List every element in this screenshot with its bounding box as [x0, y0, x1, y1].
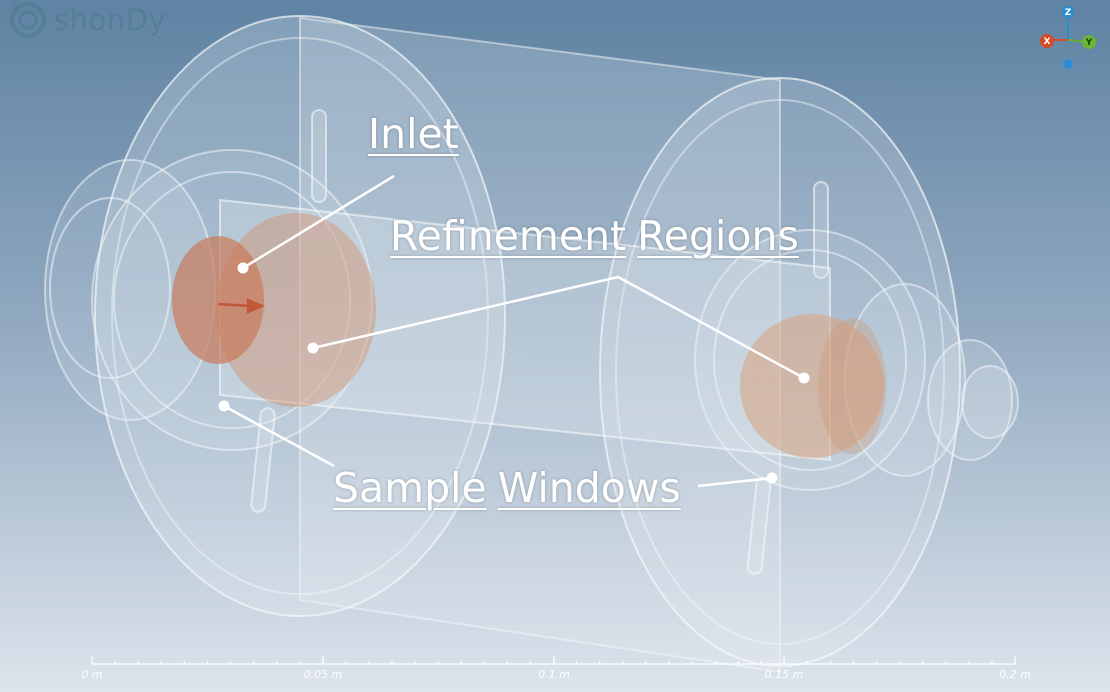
inlet-label: Inlet [368, 114, 459, 155]
triad-z-label: Z [1065, 8, 1072, 18]
sample-label-word2: Windows [497, 464, 681, 512]
inlet-arrow [217, 298, 266, 314]
z-axis-icon [1062, 6, 1074, 18]
x-axis-icon [1040, 34, 1054, 48]
scale-tick-label: 0.1 m [538, 668, 570, 681]
outlet-refinement-region [740, 314, 884, 458]
refinement-label-word1: Refinement [390, 212, 627, 260]
leader-dots [218, 262, 810, 484]
refinement-label-word2: Regions [637, 212, 799, 260]
y-axis-icon [1082, 35, 1096, 49]
view-axis-icon [1063, 59, 1073, 69]
triad-y-label: Y [1085, 38, 1093, 48]
scale-tick-label: 0.05 m [303, 668, 343, 681]
scale-tick-label: 0.15 m [764, 668, 804, 681]
app-logo: D shonDy [6, 0, 166, 40]
leader-lines [223, 174, 805, 488]
inlet-marker [237, 262, 249, 274]
sample-label-word1: Sample [333, 464, 487, 512]
orientation-triad[interactable]: Z X Y [1040, 6, 1096, 69]
scale-tick-label: 0 m [81, 668, 103, 681]
svg-text:D: D [12, 2, 20, 13]
logo-text: shonDy [54, 3, 167, 37]
inlet-label-text: Inlet [368, 110, 459, 158]
sample-window-marker-right [766, 472, 778, 484]
scale-bar [91, 656, 1016, 665]
refinement-marker-right [798, 372, 810, 384]
scale-tick-label: 0.2 m [999, 668, 1031, 681]
sample-window-slots [250, 109, 829, 575]
triad-x-label: X [1044, 37, 1051, 47]
sample-window-marker-left [218, 400, 230, 412]
refinement-marker-left [307, 342, 319, 354]
logo-icon: D [10, 2, 46, 38]
